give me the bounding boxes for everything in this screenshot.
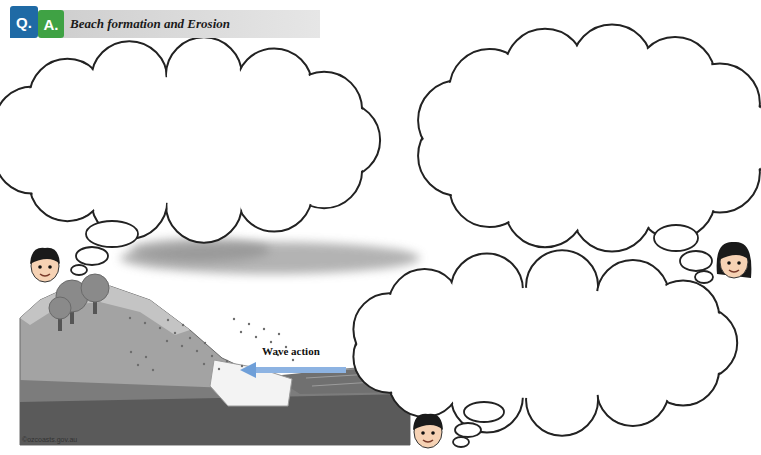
pebble <box>233 318 235 320</box>
pebble <box>248 323 250 325</box>
thought-cloud <box>0 37 380 242</box>
face-mouth <box>729 270 739 272</box>
face-eye <box>38 265 42 269</box>
pebble <box>167 319 169 321</box>
thought-bubble <box>680 251 712 271</box>
face-mouth <box>423 440 433 442</box>
pebble <box>145 356 147 358</box>
character-face <box>413 414 443 448</box>
tree-crown <box>81 274 109 302</box>
copyright-note: ©ozcoasts.gov.au <box>22 436 77 443</box>
pebble <box>181 345 183 347</box>
pebble <box>218 368 220 370</box>
pebble <box>189 337 191 339</box>
face-hair <box>413 414 443 430</box>
pebble <box>174 332 176 334</box>
face-mouth <box>40 274 50 276</box>
pebble <box>203 363 205 365</box>
face-hair <box>717 242 752 278</box>
pebble <box>182 324 184 326</box>
face-eye <box>48 265 52 269</box>
thought-bubble <box>71 265 87 275</box>
cloud-fill <box>30 77 340 203</box>
wave-arrow <box>254 367 346 373</box>
pebble <box>211 355 213 357</box>
title-text: Beach formation and Erosion <box>62 10 320 38</box>
beach-sand <box>210 360 292 406</box>
badge-letter: Q. <box>16 14 32 31</box>
character-face <box>717 242 752 278</box>
face-hair <box>719 244 749 260</box>
thought-bubble <box>86 221 138 247</box>
pebble <box>270 341 272 343</box>
qa-badge: A. <box>38 10 64 38</box>
pebble <box>152 369 154 371</box>
pebble <box>226 360 228 362</box>
pebble <box>196 350 198 352</box>
pebble <box>204 342 206 344</box>
thought-bubble <box>464 402 504 422</box>
face-hair <box>30 248 60 264</box>
wave-arrow-head <box>240 362 256 378</box>
pebble <box>130 351 132 353</box>
thought-bubble <box>453 437 469 447</box>
thought-bubble <box>76 247 108 265</box>
face-eye <box>727 261 731 265</box>
thought-cloud <box>418 25 761 252</box>
face-eye <box>737 261 741 265</box>
pebble <box>255 336 257 338</box>
face-eye <box>421 431 425 435</box>
character-face <box>30 248 60 282</box>
tree-crown <box>49 297 71 319</box>
cloud-fill <box>387 288 700 399</box>
pebble <box>159 327 161 329</box>
thought-cloud <box>353 250 737 436</box>
pebble <box>241 365 243 367</box>
face-eye <box>431 431 435 435</box>
pebble <box>263 328 265 330</box>
thought-bubble <box>654 225 698 251</box>
pebble <box>166 340 168 342</box>
pebble <box>278 333 280 335</box>
thought-bubble <box>695 271 713 283</box>
cloud-fill <box>456 66 734 210</box>
pebble <box>137 364 139 366</box>
pebble <box>144 322 146 324</box>
arrow-label: Wave action <box>262 345 320 357</box>
qa-badge: Q. <box>10 6 38 38</box>
pebble <box>292 359 294 361</box>
pebble <box>129 317 131 319</box>
thought-bubble <box>455 423 481 437</box>
pebble <box>240 331 242 333</box>
badge-letter: A. <box>44 16 59 33</box>
